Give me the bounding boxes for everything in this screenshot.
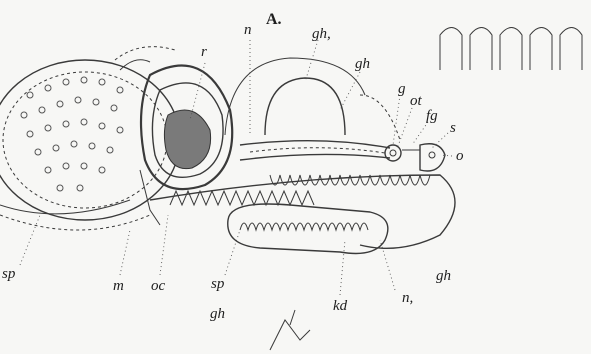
label-oc: oc (151, 278, 166, 294)
label-o: o (456, 148, 464, 164)
label-gh-bottom: gh (210, 306, 225, 322)
label-m: m (113, 278, 124, 294)
label-gh-top: gh (355, 56, 370, 72)
label-n1: n, (402, 290, 413, 306)
label-r: r (201, 44, 207, 60)
label-gh-right: gh (436, 268, 451, 284)
label-fg: fg (426, 108, 438, 124)
label-gh1: gh, (312, 26, 331, 42)
label-sp-left: sp (2, 266, 16, 282)
label-n: n (244, 22, 252, 38)
label-s: s (450, 120, 456, 136)
label-ot: ot (410, 93, 423, 109)
label-sp-bottom: sp (211, 276, 225, 292)
label-kd: kd (333, 298, 348, 314)
label-g: g (398, 81, 406, 97)
figure-title: A. (266, 11, 282, 28)
